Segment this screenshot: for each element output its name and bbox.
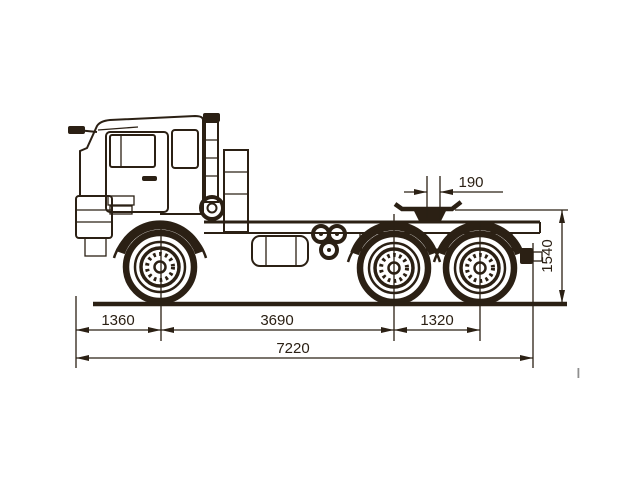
cab-step-upper [107,195,135,206]
dim-wheelbase: 3690 [161,312,394,333]
fifth-wheel-pedestal [414,211,446,221]
dim-fifth-wheel-offset: 190 [404,174,503,195]
air-intake-stack [199,113,225,221]
dim-label-front-overhang: 1360 [101,312,134,329]
fifth-wheel-plate [393,200,463,212]
arrowhead [440,189,453,195]
air-tank-cap [335,232,339,236]
front-fender-edge [112,222,208,259]
air-tank-cap [319,232,323,236]
door-window [109,134,156,168]
door-handle [142,176,157,181]
intake-duct [204,121,219,203]
dim-label-bogie-spread: 1320 [420,312,453,329]
side-mirror [68,126,85,134]
extension-lines [75,176,568,368]
arrowhead [148,327,161,333]
bumper-lines [76,209,112,223]
arrowhead [520,355,533,361]
air-tank-cap [327,248,331,252]
front-bolt-circle [145,252,175,282]
air-tank [327,224,347,244]
front-rim [139,246,181,288]
arrowhead [559,290,565,303]
front-wheel [122,229,198,305]
arrowhead [76,355,89,361]
intake-cap [203,113,220,122]
front-sidewall [133,240,187,294]
dim-label-overall-length: 7220 [276,340,309,357]
arrowhead [559,210,565,223]
intake-clamps [205,139,218,177]
cab [68,114,204,257]
artifact-mark [577,368,580,378]
dimension-annotations: 190 1540 1360 3690 1320 [75,174,568,368]
dim-bogie-spread: 1320 [394,312,480,333]
fifth-wheel [393,200,463,224]
arrowhead [414,189,427,195]
air-tank [319,240,339,260]
fuel-tank-body [251,235,309,267]
cab-door [105,131,169,213]
arrowhead [76,327,89,333]
arrowhead [161,327,174,333]
dim-front-overhang: 1360 [76,312,161,333]
equipment-box [223,149,249,233]
fuel-tank-straps [265,236,297,266]
quarter-window [171,129,199,169]
dim-fifth-wheel-height: 1540 [539,210,565,303]
air-cleaner-hub [206,202,218,214]
arrowhead [394,327,407,333]
rear-mudflap [520,248,533,264]
behind-cab-box [223,149,249,233]
dim-label-fifth-wheel-offset: 190 [458,174,483,191]
air-tanks [311,224,347,260]
dim-overall-length: 7220 [76,340,533,361]
arrowhead [467,327,480,333]
cab-outline [79,114,204,215]
front-hub [153,260,167,274]
tow-hook-housing [84,237,107,257]
dim-label-wheelbase: 3690 [260,312,293,329]
truck-drawing [68,113,567,307]
sun-visor [97,126,139,131]
arrowhead [381,327,394,333]
air-cleaner-drum [199,195,225,221]
fuel-tank [251,235,309,267]
dim-label-fifth-wheel-height: 1540 [539,239,556,272]
equipment-box-lines [224,171,248,195]
